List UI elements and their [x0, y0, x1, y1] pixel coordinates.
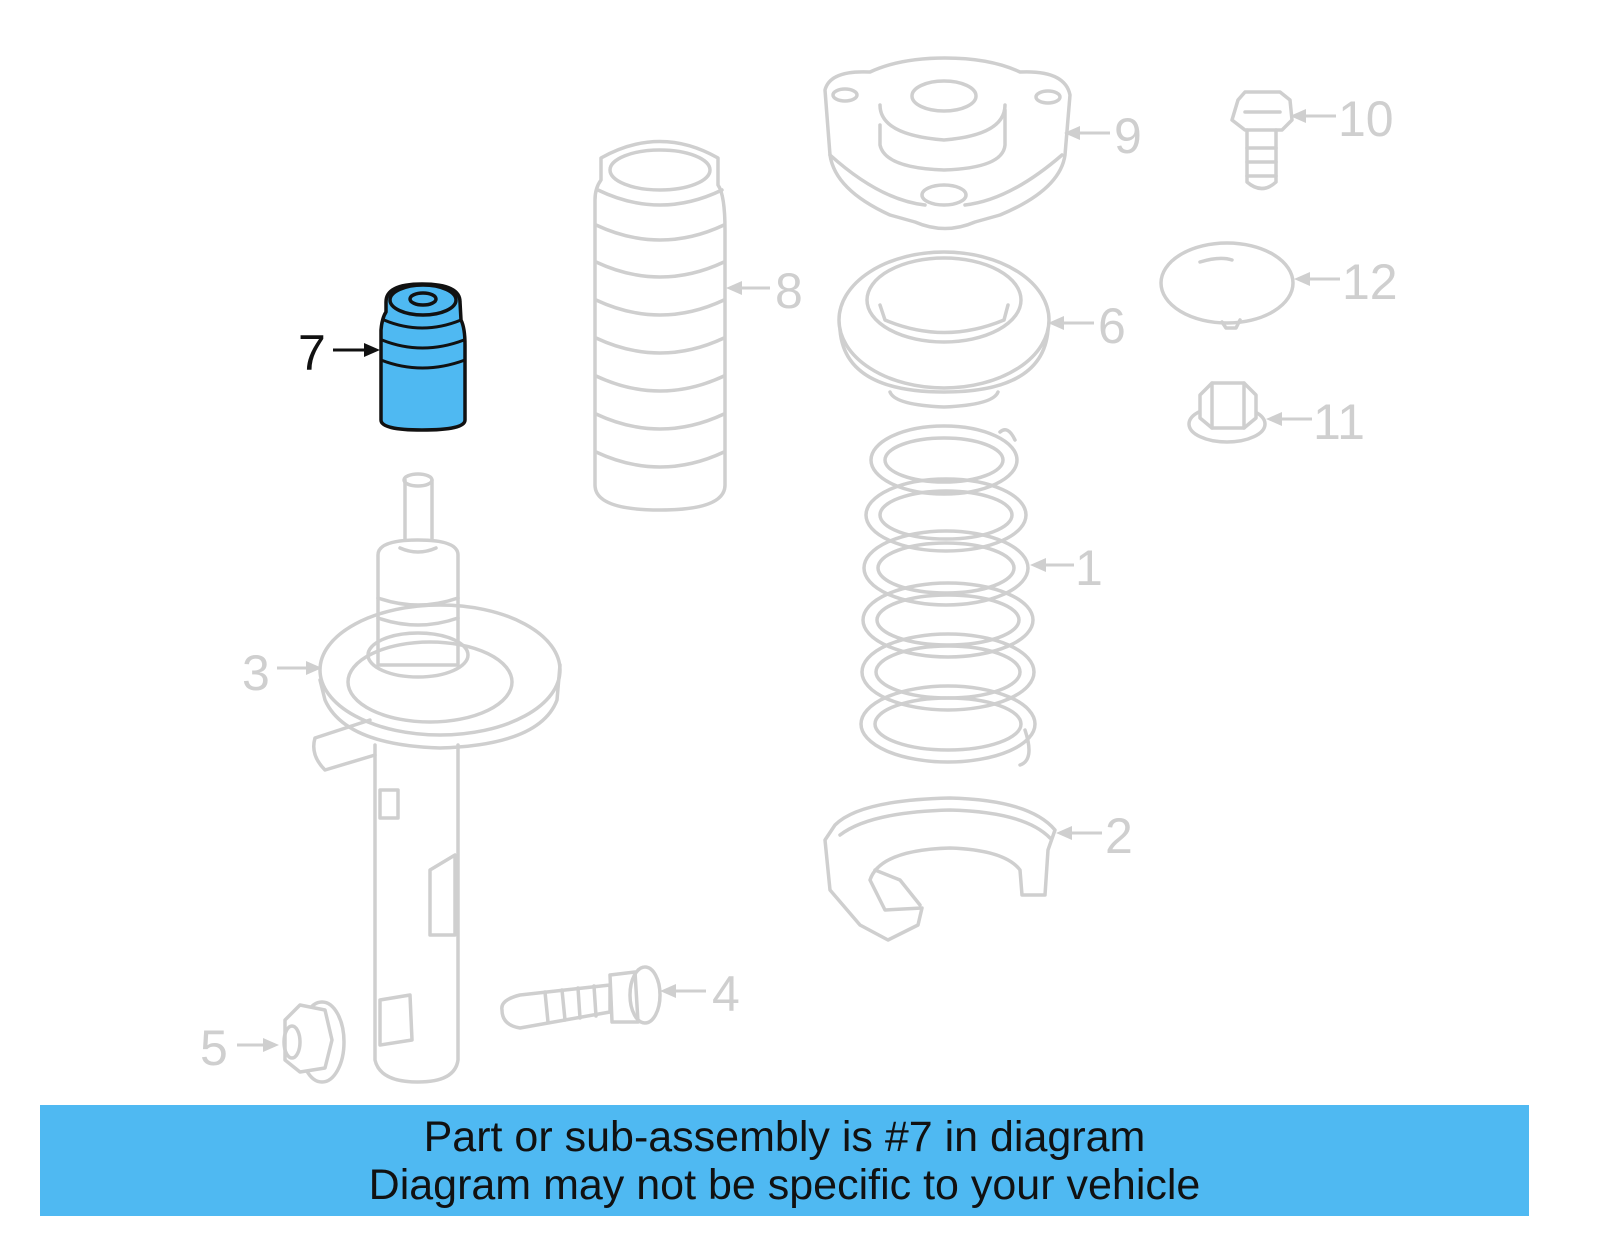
part-4-bolt [500, 965, 662, 1030]
callout-10: 10 [1338, 91, 1394, 147]
callout-11: 11 [1313, 394, 1365, 450]
part-10-bolt [1230, 90, 1294, 191]
info-banner: Part or sub-assembly is #7 in diagram Di… [40, 1105, 1529, 1216]
part-7-bump-stop-highlighted [379, 282, 467, 432]
part-6-spring-seat [837, 250, 1051, 409]
callout-4: 4 [712, 966, 740, 1022]
part-3-strut-assembly [312, 472, 562, 1084]
part-9-strut-mount [823, 56, 1072, 231]
banner-line-part-number: Part or sub-assembly is #7 in diagram [423, 1112, 1146, 1161]
callout-3: 3 [242, 645, 270, 701]
callout-5: 5 [200, 1020, 228, 1076]
callout-arrows [237, 109, 1340, 1052]
callout-7: 7 [298, 325, 326, 381]
callout-2: 2 [1105, 808, 1133, 864]
callout-9: 9 [1114, 108, 1142, 164]
part-11-nut [1187, 381, 1267, 444]
callout-12: 12 [1342, 254, 1398, 310]
part-12-cap [1159, 241, 1295, 330]
callout-1: 1 [1075, 540, 1103, 596]
part-1-coil-spring [859, 424, 1037, 767]
callout-6: 6 [1098, 298, 1126, 354]
banner-line-disclaimer: Diagram may not be specific to your vehi… [368, 1160, 1201, 1209]
part-8-dust-boot [593, 139, 727, 512]
part-2-lower-isolator [823, 796, 1057, 942]
callout-8: 8 [775, 263, 803, 319]
part-5-nut [282, 1000, 346, 1084]
